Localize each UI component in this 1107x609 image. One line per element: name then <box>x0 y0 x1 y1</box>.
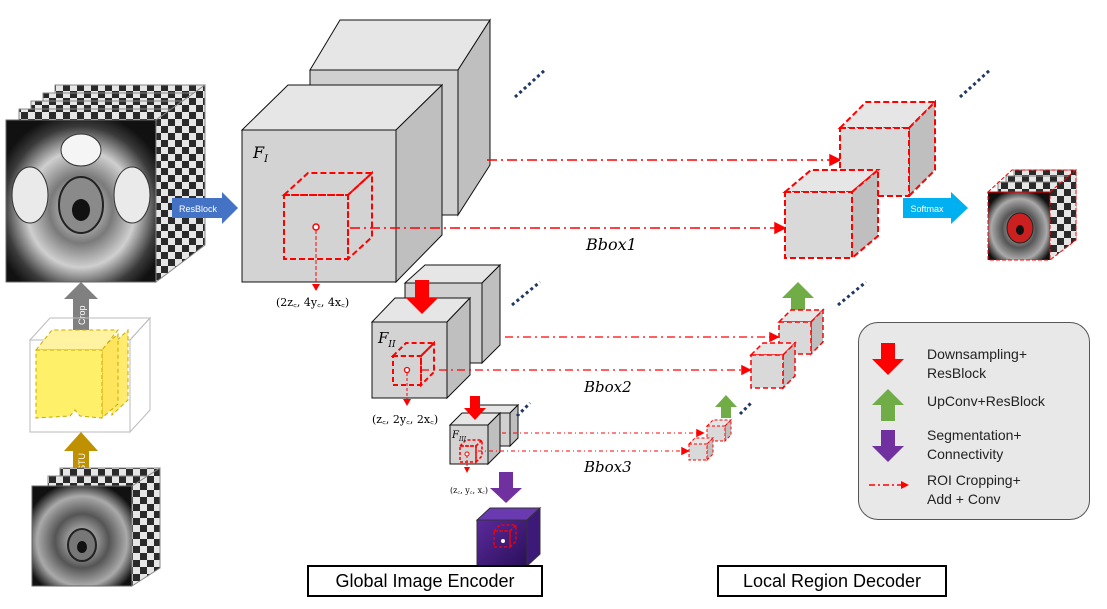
legend: Downsampling+ ResBlock UpConv+ResBlock S… <box>858 322 1090 520</box>
red-down-arrow-icon <box>872 343 904 375</box>
roi-center-level1 <box>312 223 320 231</box>
ellipsis-level2 <box>511 280 541 307</box>
decoder-level1-front-cube <box>782 167 881 261</box>
downsample-arrow-2 <box>464 396 486 420</box>
crop-arrow: Crop <box>64 282 98 335</box>
dash-dot-arrow-icon <box>869 481 909 489</box>
feature-label-2: FII <box>377 329 396 350</box>
ostu-label: OSTU <box>77 453 87 478</box>
legend-label-upconv: UpConv+ResBlock <box>927 393 1045 409</box>
feature-label-3: FIII <box>451 430 467 443</box>
roi-cube-level3 <box>458 438 484 464</box>
feature-label-1: FI <box>252 143 269 165</box>
resblock-arrow: ResBlock <box>172 192 238 224</box>
legend-icons <box>869 343 909 489</box>
ellipsis-decoder-3 <box>738 400 754 416</box>
roi-center-level3 <box>464 451 470 457</box>
mri-slice-front <box>5 119 157 283</box>
roi-center-level2 <box>403 366 411 374</box>
upconv-arrow-2 <box>715 395 737 418</box>
decoder-section-label: Local Region Decoder <box>717 565 947 597</box>
decoder-level2-front-cube <box>749 341 797 390</box>
ellipsis-decoder-2 <box>837 280 867 307</box>
bbox-label-2: Bbox2 <box>583 378 632 396</box>
ellipsis-decoder-1 <box>958 68 992 99</box>
coord-label-2: (z꜀, 2y꜀, 2x꜀) <box>372 413 438 426</box>
coord-label-3: (z꜀, y꜀, x꜀) <box>450 486 488 495</box>
ellipsis-level3 <box>515 401 532 418</box>
decoder-level3-back-cube <box>705 418 733 443</box>
purple-down-arrow-icon <box>872 430 904 462</box>
legend-label-downsampling: Downsampling+ ResBlock <box>927 346 1027 381</box>
encoder-section-label: Global Image Encoder <box>307 565 543 597</box>
output-segmentation-cube <box>986 168 1078 262</box>
decoder-level2-back-cube <box>777 308 825 356</box>
downsample-arrow-1 <box>406 280 438 314</box>
roi-cube-level1 <box>281 170 375 262</box>
input-mri-stack <box>5 84 206 284</box>
legend-label-segmentation: Segmentation+ Connectivity <box>927 427 1022 462</box>
encoder-level1-front-cube <box>240 83 444 284</box>
decoder-level3-front-cube <box>687 436 715 462</box>
resblock-label: ResBlock <box>179 204 218 214</box>
upconv-arrow-1 <box>782 282 814 314</box>
green-up-arrow-icon <box>872 389 904 421</box>
coord-label-1: (2z꜀, 4y꜀, 4x꜀) <box>276 296 349 309</box>
legend-label-roi-cropping: ROI Cropping+ Add + Conv <box>927 472 1021 507</box>
yellow-mask-cube <box>28 316 152 434</box>
segmentation-arrow <box>490 472 522 503</box>
segmentation-output-cube <box>475 506 542 568</box>
bbox-label-3: Bbox3 <box>583 458 632 476</box>
raw-mri-cube <box>31 467 161 587</box>
softmax-label: Softmax <box>910 204 944 214</box>
roi-crop-arrows <box>350 153 842 456</box>
ellipsis-level1 <box>513 68 547 99</box>
softmax-arrow: Softmax <box>903 192 968 224</box>
bbox-label-1: Bbox1 <box>585 235 637 254</box>
crop-label: Crop <box>77 305 87 325</box>
